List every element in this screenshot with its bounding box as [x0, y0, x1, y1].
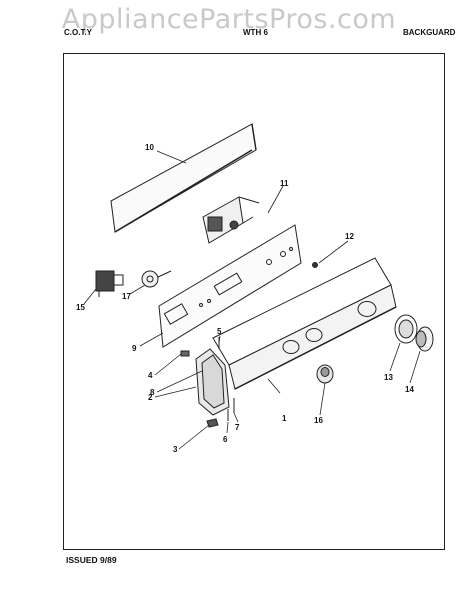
part-end-cap — [195, 348, 230, 416]
diagram-frame — [63, 53, 445, 550]
callout-12: 12 — [345, 232, 354, 241]
part-control-bracket — [202, 196, 260, 244]
callout-5: 5 — [217, 327, 222, 336]
callout-9: 9 — [132, 344, 137, 353]
callout-4: 4 — [148, 371, 153, 380]
callout-10: 10 — [145, 143, 154, 152]
part-dial — [394, 314, 418, 344]
part-screw-right — [312, 262, 318, 268]
callout-8: 8 — [150, 388, 155, 397]
callout-3: 3 — [173, 445, 178, 454]
header-section: BACKGUARD — [403, 28, 456, 37]
part-console-backguard — [212, 257, 397, 390]
callout-7: 7 — [235, 423, 240, 432]
part-timer-motor — [141, 270, 172, 288]
callout-labels: 1 2 3 4 5 6 7 8 9 10 11 12 13 14 15 16 1… — [76, 143, 414, 454]
issued-date: ISSUED 9/89 — [66, 555, 117, 565]
part-rear-cover — [110, 123, 257, 233]
callout-13: 13 — [384, 373, 393, 382]
leader-lines — [83, 150, 421, 450]
callout-15: 15 — [76, 303, 85, 312]
exploded-parts-diagram: 1 2 3 4 5 6 7 8 9 10 11 12 13 14 15 16 1… — [76, 123, 434, 454]
callout-16: 16 — [314, 416, 323, 425]
callout-6: 6 — [223, 435, 228, 444]
callout-2: 2 — [148, 393, 153, 402]
part-clip — [180, 350, 190, 357]
header-code: WTH 6 — [243, 28, 268, 37]
part-switch — [95, 270, 124, 297]
part-screws-bottom — [227, 398, 235, 421]
callout-11: 11 — [280, 179, 289, 188]
header-model: C.O.T.Y — [64, 28, 93, 37]
part-knob-large — [415, 326, 434, 352]
callout-1: 1 — [282, 414, 287, 423]
callout-14: 14 — [405, 385, 414, 394]
part-knob-small — [316, 364, 334, 384]
part-clip-lower — [206, 418, 219, 428]
callout-17: 17 — [122, 292, 131, 301]
